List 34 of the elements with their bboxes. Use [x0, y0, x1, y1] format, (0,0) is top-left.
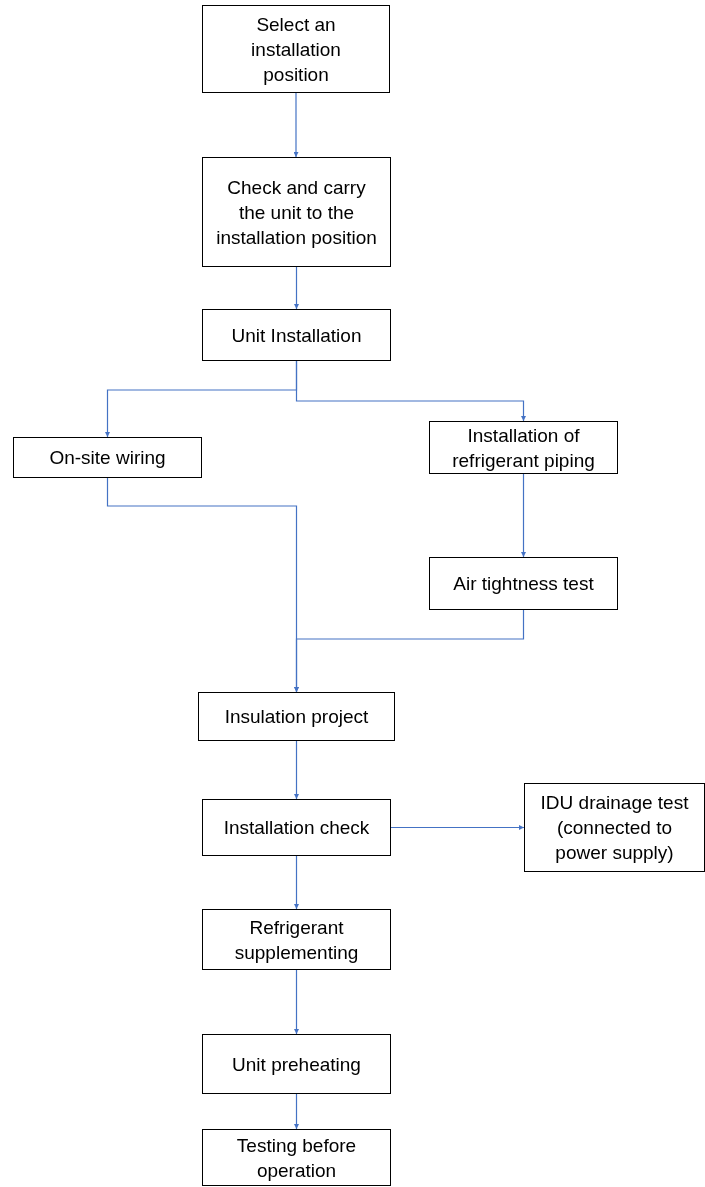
step-label: Insulation project	[224, 705, 369, 729]
process-box	[13, 437, 202, 478]
step-label: Select an installation position	[250, 12, 342, 87]
arrow	[294, 740, 299, 800]
process-box	[202, 1034, 391, 1094]
process-box	[202, 799, 391, 856]
step-label: Installation check	[223, 816, 370, 840]
arrow	[521, 473, 526, 558]
process-box	[202, 909, 391, 970]
process-box	[202, 1129, 391, 1186]
arrow	[294, 1093, 299, 1130]
step-label: Installation of refrigerant piping	[451, 423, 596, 473]
step-label: On-site wiring	[49, 446, 166, 470]
step-label: IDU drainage test (connected to power supply)	[539, 791, 690, 865]
arrow	[294, 855, 299, 910]
process-box	[429, 421, 618, 474]
arrow	[294, 609, 525, 693]
process-box	[202, 157, 391, 267]
step-label: Unit Installation	[231, 323, 362, 348]
process-box	[429, 557, 618, 610]
step-label: Refrigerant supplementing	[233, 915, 360, 965]
arrow	[390, 825, 525, 830]
step-label: Unit preheating	[232, 1052, 361, 1077]
arrow	[293, 92, 299, 158]
step-label: Testing before operation	[235, 1133, 358, 1183]
step-label: Air tightness test	[453, 572, 594, 596]
arrow	[294, 969, 299, 1035]
step-label: Check and carry the unit to the installation position	[215, 175, 378, 250]
arrow	[294, 266, 299, 310]
process-box	[524, 783, 705, 872]
process-box	[202, 309, 391, 361]
arrow	[295, 360, 526, 422]
process-box	[198, 692, 395, 741]
process-box	[202, 5, 390, 93]
